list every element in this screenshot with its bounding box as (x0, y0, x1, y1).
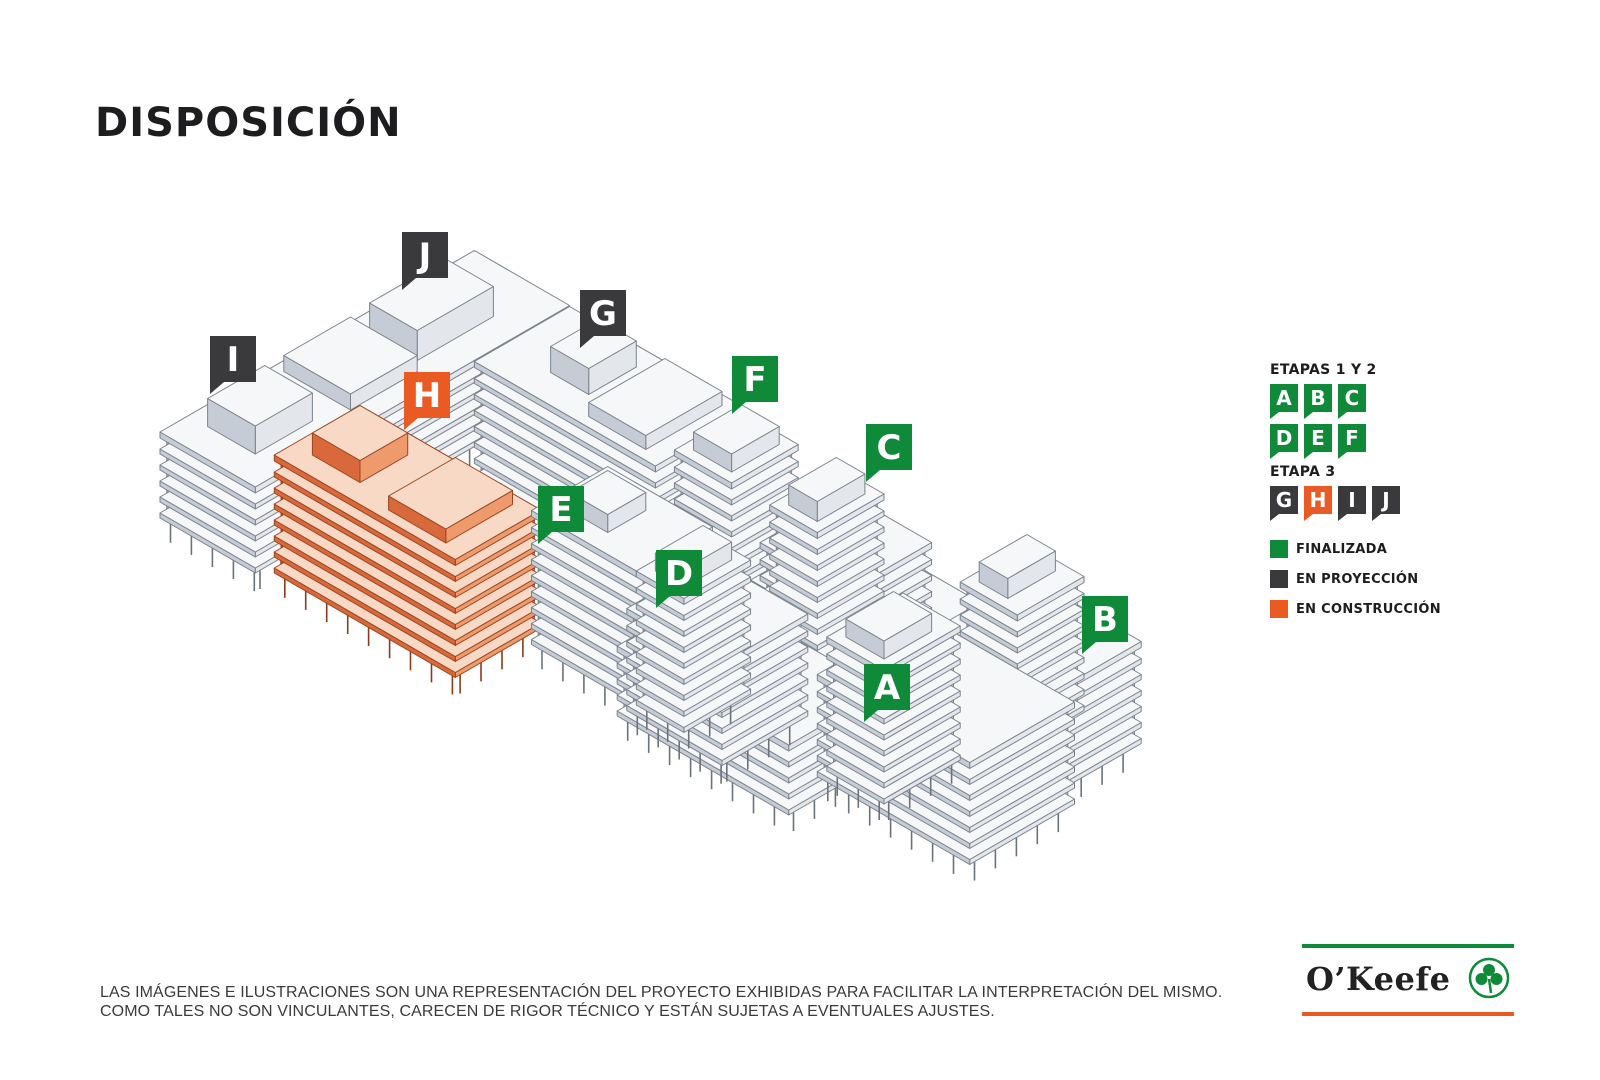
building-label-a: A (864, 664, 910, 722)
roof-volume-top-face (311, 405, 409, 461)
building-label-c: C (866, 424, 912, 482)
roof-volume-top-face (978, 534, 1056, 579)
legend-key-proyeccion: EN PROYECCIÓN (1270, 570, 1490, 588)
legend-swatch (1270, 600, 1288, 618)
label-pointer (656, 596, 670, 608)
legend-tag-a: A (1270, 384, 1298, 419)
legend-swatch (1270, 540, 1288, 558)
roof-volume-top-face (845, 591, 933, 642)
label-box (210, 336, 256, 382)
label-box (866, 424, 912, 470)
legend-key-finalizada: FINALIZADA (1270, 540, 1490, 558)
legend-swatch (1270, 570, 1288, 588)
stage-12-title: ETAPAS 1 Y 2 (1270, 362, 1377, 378)
label-pointer (732, 402, 746, 414)
label-pointer (1082, 642, 1096, 654)
status-keys: FINALIZADA EN PROYECCIÓN EN CONSTRUCCIÓN (1270, 540, 1490, 618)
label-text: G (589, 294, 617, 334)
legend-tag-i: I (1338, 486, 1366, 521)
roof-volume-top-face (283, 316, 418, 395)
label-text: I (227, 340, 240, 380)
label-pointer (404, 418, 418, 430)
legend-tag-d: D (1270, 424, 1298, 459)
label-pointer (538, 532, 552, 544)
label-box (1082, 596, 1128, 642)
clover-icon (1468, 957, 1510, 999)
label-text: D (665, 554, 693, 594)
legend-tag-f: F (1338, 424, 1366, 459)
label-text: A (874, 668, 901, 708)
legend-key-construccion: EN CONSTRUCCIÓN (1270, 600, 1490, 618)
legend-tag-b: B (1304, 384, 1332, 419)
building-labels: J I G H F C E D B A (210, 232, 1128, 722)
legend-key-label: EN CONSTRUCCIÓN (1296, 601, 1441, 617)
okeefe-logo: O’Keefe (1302, 944, 1514, 1016)
label-pointer (866, 470, 880, 482)
roof-volume-top-face (388, 457, 513, 530)
logo-green-bar (1302, 944, 1514, 948)
label-box (864, 664, 910, 710)
buildings (159, 250, 1142, 881)
label-box (732, 356, 778, 402)
building-label-f: F (732, 356, 778, 414)
roof-volume-top-face (569, 470, 647, 515)
label-text: F (743, 360, 766, 400)
page-title: DISPOSICIÓN (95, 100, 402, 146)
legend-tag-h: H (1304, 486, 1332, 521)
label-pointer (210, 382, 224, 394)
label-text: B (1092, 600, 1118, 640)
roof-volume-top-face (588, 358, 723, 436)
disclaimer: LAS IMÁGENES E ILUSTRACIONES SON UNA REP… (100, 983, 1222, 1021)
label-text: E (549, 490, 572, 530)
label-pointer (580, 336, 594, 348)
building-label-j: J (402, 232, 448, 290)
label-box (656, 550, 702, 596)
disclaimer-line-1: LAS IMÁGENES E ILUSTRACIONES SON UNA REP… (100, 984, 1223, 1001)
building-label-i: I (210, 336, 256, 394)
logo-orange-bar (1302, 1012, 1514, 1016)
label-pointer (864, 710, 878, 722)
label-pointer (402, 278, 416, 290)
label-box (404, 372, 450, 418)
legend-key-label: EN PROYECCIÓN (1296, 571, 1419, 587)
label-text: H (413, 376, 441, 416)
disclaimer-line-2: COMO TALES NO SON VINCULANTES, CARECEN D… (100, 1003, 995, 1020)
legend-key-label: FINALIZADA (1296, 541, 1388, 557)
legend-tag-g: G (1270, 486, 1298, 521)
building-label-h: H (404, 372, 450, 430)
stage-3-title: ETAPA 3 (1270, 464, 1336, 480)
roof-volume-top-face (788, 457, 866, 502)
building-label-e: E (538, 486, 584, 544)
label-box (402, 232, 448, 278)
legend-tag-c: C (1338, 384, 1366, 419)
label-text: C (877, 428, 902, 468)
legend-tag-e: E (1304, 424, 1332, 459)
logo-brand: O’Keefe (1306, 960, 1451, 998)
label-text: J (417, 236, 432, 276)
legend-tag-j: J (1372, 486, 1400, 521)
building-label-g: G (580, 290, 626, 348)
building-label-b: B (1082, 596, 1128, 654)
roof-volume-top-face (693, 404, 780, 455)
label-box (580, 290, 626, 336)
building-a (816, 591, 1075, 881)
building-label-d: D (656, 550, 702, 608)
label-box (538, 486, 584, 532)
